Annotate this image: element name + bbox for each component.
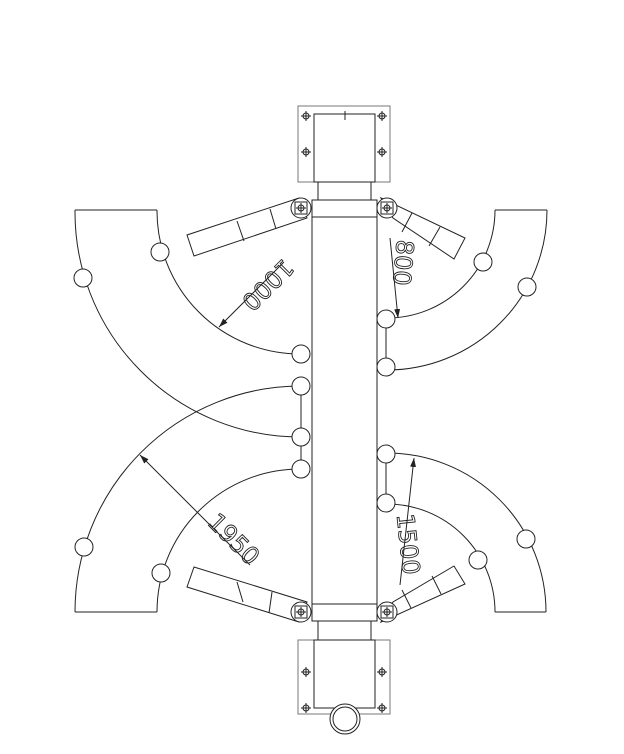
dimension-1950: 1950 (139, 454, 266, 571)
dimension-1000: 1000 (218, 253, 300, 328)
arm-bottom-left (186, 566, 308, 623)
dimension-label: 1000 (236, 253, 299, 316)
swing-area-top-left (74, 209, 301, 438)
dimension-label: 1500 (391, 512, 425, 576)
lift-column (311, 216, 378, 605)
dimension-800: 800 (387, 237, 419, 319)
arm-top-left (186, 197, 308, 257)
pad-circles (73, 242, 537, 583)
dimension-label: 800 (387, 239, 419, 287)
lift-ring (329, 703, 361, 735)
bottom-post-base (297, 603, 391, 735)
dimension-1500: 1500 (390, 457, 426, 586)
top-post-base (297, 105, 391, 218)
arm-pivots (290, 197, 398, 623)
swing-area-bottom-left (74, 385, 301, 613)
swing-area-top-right (386, 209, 548, 371)
swing-area-bottom-right (386, 452, 547, 613)
dimension-label: 1950 (202, 508, 265, 571)
